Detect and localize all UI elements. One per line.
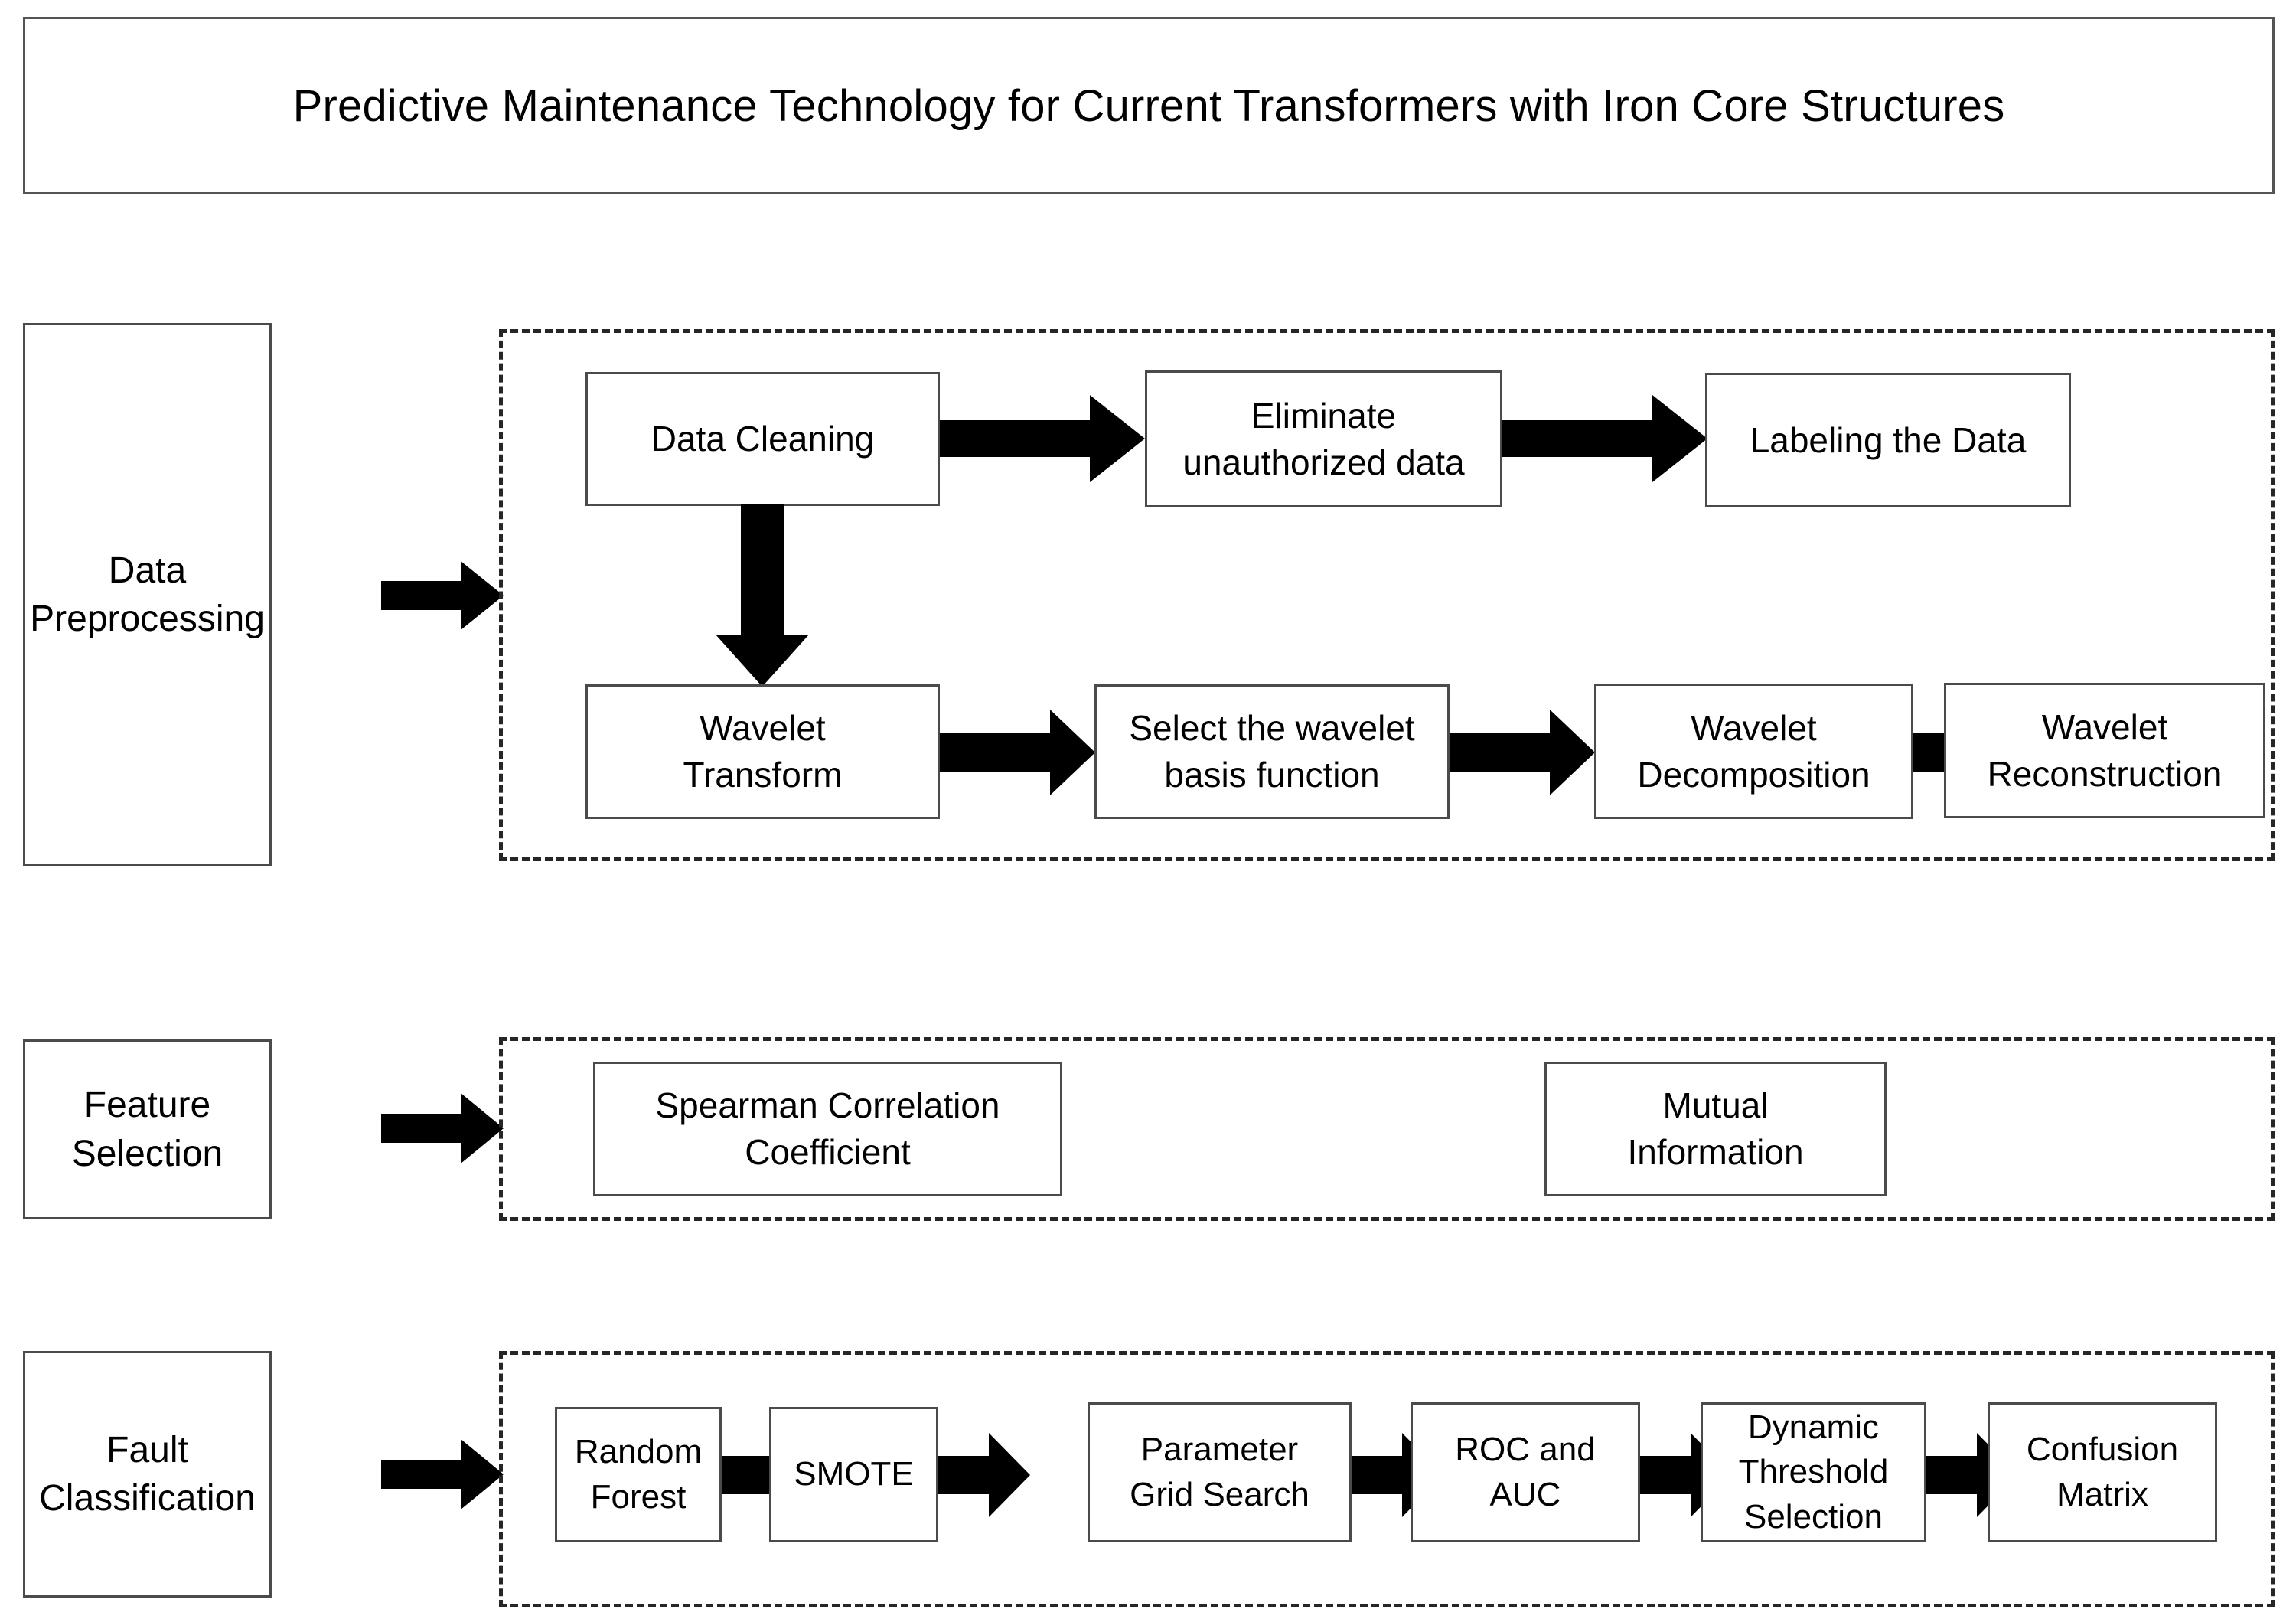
process-label-wavelet-decomposition: Wavelet Decomposition [1637,707,1870,795]
stage-box-data-preprocessing[interactable]: Data Preprocessing [23,323,272,866]
stage-label-fault-classification: Fault Classification [39,1429,256,1519]
stage-label-feature-selection: Feature Selection [71,1085,223,1174]
process-label-spearman-correlation-coefficient: Spearman Correlation Coefficient [655,1085,1000,1172]
process-label-data-cleaning: Data Cleaning [651,419,875,459]
process-box-wavelet-reconstruction[interactable]: Wavelet Reconstruction [1944,683,2265,818]
process-box-random-forest[interactable]: Random Forest [555,1407,722,1542]
arrow-data-cleaning-to-eliminate [940,395,1145,482]
process-box-spearman-correlation-coefficient[interactable]: Spearman Correlation Coefficient [593,1062,1062,1196]
arrow-preprocessing-to-group [381,561,504,630]
process-box-data-cleaning[interactable]: Data Cleaning [585,372,940,506]
stage-box-fault-classification[interactable]: Fault Classification [23,1351,272,1598]
process-label-dynamic-threshold-selection: Dynamic Threshold Selection [1738,1408,1889,1536]
process-box-mutual-information[interactable]: Mutual Information [1544,1062,1887,1196]
arrow-select-basis-to-decomposition [1450,710,1595,795]
process-label-confusion-matrix: Confusion Matrix [2026,1431,2179,1513]
arrow-smote-to-parameter-grid-search [938,1433,1030,1517]
process-box-eliminate-unauthorized-data[interactable]: Eliminate unauthorized data [1145,370,1502,507]
process-label-eliminate-unauthorized-data: Eliminate unauthorized data [1182,395,1465,482]
process-box-dynamic-threshold-selection[interactable]: Dynamic Threshold Selection [1701,1402,1926,1542]
process-label-select-the-wavelet-basis-function: Select the wavelet basis function [1129,708,1415,795]
process-box-labeling-the-data[interactable]: Labeling the Data [1705,373,2071,507]
arrow-data-cleaning-to-wavelet-transform [716,504,809,687]
stage-box-feature-selection[interactable]: Feature Selection [23,1039,272,1219]
process-label-labeling-the-data: Labeling the Data [1750,419,2027,460]
arrow-fault-classification-to-group [381,1439,504,1509]
group-feature-selection [499,1037,2275,1221]
diagram-title-box: Predictive Maintenance Technology for Cu… [23,17,2275,194]
group-data-preprocessing [499,329,2275,861]
arrow-wavelet-transform-to-select-basis [940,710,1095,795]
arrow-eliminate-to-labeling [1502,395,1707,482]
diagram-title: Predictive Maintenance Technology for Cu… [292,80,2005,131]
process-box-smote[interactable]: SMOTE [769,1407,938,1542]
process-box-roc-and-auc[interactable]: ROC and AUC [1411,1402,1640,1542]
process-box-wavelet-decomposition[interactable]: Wavelet Decomposition [1594,684,1913,819]
process-label-wavelet-transform: Wavelet Transform [683,708,843,795]
process-label-random-forest: Random Forest [574,1433,703,1516]
process-box-select-the-wavelet-basis-function[interactable]: Select the wavelet basis function [1094,684,1450,819]
stage-label-data-preprocessing: Data Preprocessing [30,550,265,639]
process-box-wavelet-transform[interactable]: Wavelet Transform [585,684,940,819]
process-box-confusion-matrix[interactable]: Confusion Matrix [1988,1402,2217,1542]
process-label-wavelet-reconstruction: Wavelet Reconstruction [1987,707,2223,794]
process-label-roc-and-auc: ROC and AUC [1455,1431,1596,1513]
arrow-feature-selection-to-group [381,1093,504,1163]
process-label-smote: SMOTE [794,1455,914,1493]
process-box-parameter-grid-search[interactable]: Parameter Grid Search [1088,1402,1352,1542]
process-label-parameter-grid-search: Parameter Grid Search [1130,1431,1309,1513]
group-fault-classification [499,1351,2275,1607]
process-label-mutual-information: Mutual Information [1627,1085,1804,1172]
